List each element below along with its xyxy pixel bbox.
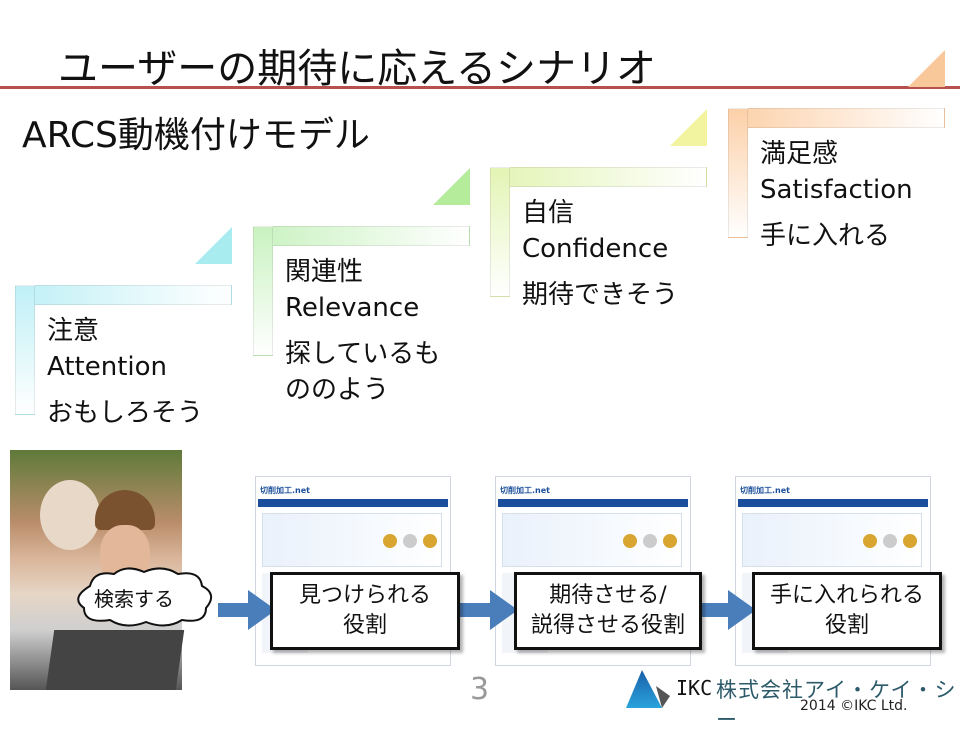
role-box-obtain: 手に入れられる役割 bbox=[752, 572, 942, 650]
flow-arrow bbox=[702, 590, 756, 630]
site-nav bbox=[738, 499, 928, 507]
step-bar bbox=[490, 167, 707, 187]
step-triangle-icon bbox=[670, 109, 707, 146]
copyright: 2014 ©IKC Ltd. bbox=[800, 698, 908, 714]
site-banner bbox=[742, 513, 922, 567]
site-nav bbox=[498, 499, 688, 507]
step-title-jp: 関連性 bbox=[285, 257, 364, 287]
title-divider bbox=[0, 86, 960, 89]
slide-title: ユーザーの期待に応えるシナリオ bbox=[58, 46, 656, 92]
role-text: 役割 bbox=[342, 613, 387, 638]
site-name: 切削加工.net bbox=[500, 486, 550, 495]
role-box-find: 見つけられる役割 bbox=[270, 572, 460, 650]
step-bar bbox=[728, 108, 748, 238]
step-description: 探しているも bbox=[285, 339, 441, 369]
step-description: 手に入れる bbox=[760, 221, 891, 251]
step-title-en: Confidence bbox=[522, 234, 669, 264]
step-bar bbox=[253, 226, 273, 356]
step-bar bbox=[728, 108, 945, 128]
site-banner bbox=[502, 513, 682, 567]
arcs-step: 注意 Attention おもしろそう bbox=[15, 227, 232, 428]
step-title-jp: 自信 bbox=[522, 198, 575, 228]
step-bar bbox=[253, 226, 470, 246]
step-bar bbox=[15, 285, 35, 415]
arcs-step: 関連性 Relevance 探しているもののよう bbox=[253, 168, 470, 405]
role-text: 手に入れられる bbox=[769, 583, 924, 608]
role-text: 説得させる役割 bbox=[530, 613, 685, 638]
step-description: おもしろそう bbox=[47, 398, 204, 428]
logo-mark: IKC bbox=[676, 676, 713, 700]
step-title-en: Relevance bbox=[285, 293, 420, 323]
step-bar bbox=[490, 167, 510, 297]
role-text: 見つけられる bbox=[298, 583, 431, 608]
arcs-step: 自信 Confidence 期待できそう bbox=[490, 109, 707, 310]
search-thought-bubble bbox=[77, 567, 213, 627]
step-title-jp: 注意 bbox=[47, 316, 100, 346]
site-name: 切削加工.net bbox=[740, 486, 790, 495]
role-box-persuade: 期待させる/説得させる役割 bbox=[514, 572, 702, 650]
role-text: 役割 bbox=[824, 613, 869, 638]
step-triangle-icon bbox=[433, 168, 470, 205]
step-bar bbox=[15, 285, 232, 305]
site-nav bbox=[258, 499, 448, 507]
step-triangle-icon bbox=[195, 227, 232, 264]
site-name: 切削加工.net bbox=[260, 486, 310, 495]
hat bbox=[95, 490, 155, 530]
step-description: 期待できそう bbox=[522, 280, 679, 310]
step-title-en: Satisfaction bbox=[760, 175, 913, 205]
ikc-logo-icon bbox=[626, 670, 670, 708]
flow-arrow bbox=[458, 590, 518, 630]
slide-subtitle: ARCS動機付けモデル bbox=[22, 115, 370, 156]
flow-arrow bbox=[218, 590, 276, 630]
step-triangle-icon bbox=[908, 50, 945, 87]
step-title-jp: 満足感 bbox=[760, 139, 839, 169]
arcs-step: 満足感 Satisfaction 手に入れる bbox=[728, 50, 945, 251]
step-title-en: Attention bbox=[47, 352, 167, 382]
laptop bbox=[45, 630, 185, 690]
role-text: 期待させる/ bbox=[549, 583, 667, 608]
search-bubble-text: 検索する bbox=[94, 587, 174, 611]
site-banner bbox=[262, 513, 442, 567]
person-1 bbox=[40, 480, 100, 550]
step-description: ののよう bbox=[285, 375, 390, 405]
page-number: 3 bbox=[470, 672, 490, 707]
